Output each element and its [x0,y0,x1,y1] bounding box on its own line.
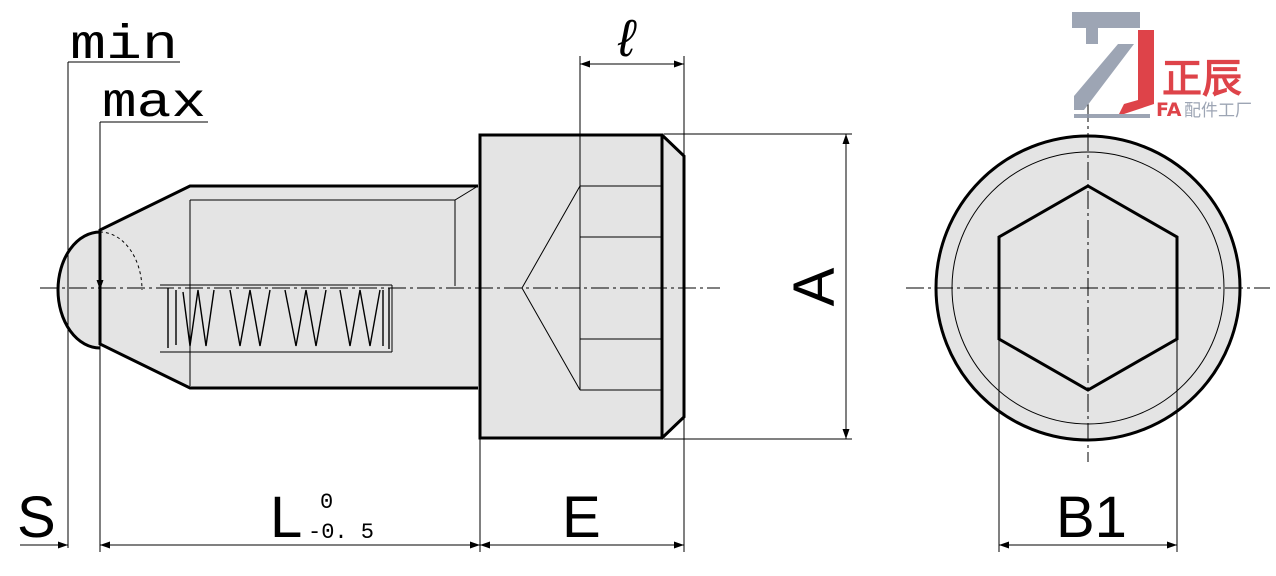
label-B1: B1 [1056,485,1127,550]
ball-fill [58,232,100,348]
label-A: A [782,267,847,306]
dimensions-side: min max S L 0 -0. 5 E ℓ A [17,10,852,552]
hex-socket-edges [579,185,662,391]
spring-coils [167,288,390,349]
end-view: B1 [906,104,1270,552]
logo-mark-red [1118,30,1154,116]
ball-outline [56,230,101,350]
min-leader [67,61,180,548]
logo-mark-gray [1072,12,1140,110]
label-min: min [70,19,178,73]
logo-mark-base [1074,114,1150,118]
spring [160,284,393,353]
side-view [40,133,720,440]
brand-logo: 正辰 FA 配件工厂 [1072,12,1252,121]
head-fill [480,135,662,438]
max-leader [100,121,208,290]
logo-brand-prefix: FA [1156,99,1182,121]
label-E: E [562,485,601,550]
label-l-small: ℓ [617,10,637,68]
head-chamfer-fill [662,135,684,438]
plunger-body-fill [100,186,478,388]
label-max: max [102,77,206,131]
label-L: L [270,485,302,550]
label-s: S [17,485,56,550]
head-chamfer-outline [660,133,686,440]
label-l-tol-upper: 0 [320,490,333,515]
ball-hidden-arc [99,231,143,291]
logo-brand-cn: 正辰 [1162,56,1242,102]
logo-brand-sub: 配件工厂 [1184,101,1252,121]
label-l-tol-lower: -0. 5 [308,520,374,545]
